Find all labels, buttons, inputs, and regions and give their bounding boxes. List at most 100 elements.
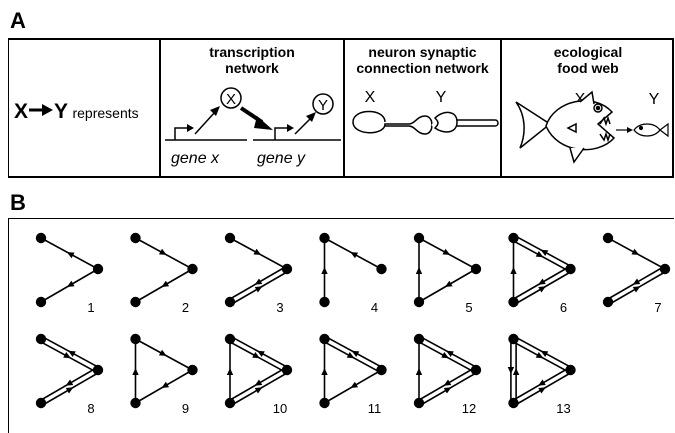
motif-arrowhead [66, 252, 75, 259]
motif-node [92, 263, 104, 275]
motif-label: 2 [182, 300, 189, 315]
gene-y-label: gene y [257, 150, 306, 167]
motif-arrowhead [252, 352, 260, 359]
motif-node [35, 296, 47, 308]
gene-x-label: gene x [171, 150, 220, 167]
motif-13: 13 [507, 333, 576, 416]
motif-arrowhead [253, 248, 262, 255]
motif-node [602, 296, 614, 308]
motif-arrowhead [507, 367, 515, 374]
motif-arrowhead [443, 379, 452, 386]
motif-node [187, 263, 198, 275]
motif-arrowhead [321, 368, 328, 375]
motif-node [508, 397, 519, 409]
motif-node [565, 263, 576, 275]
repr-word: represents [72, 105, 139, 121]
node-x-circle [220, 87, 242, 109]
motif-node [130, 296, 141, 308]
motif-4: 4 [319, 232, 387, 315]
motif-arrowhead [132, 368, 139, 375]
food-web-title-2: food web [557, 60, 619, 76]
transcription-cell: transcription network X Y gene x gene y [161, 38, 345, 178]
motif-arrowhead [512, 368, 520, 375]
motif-arrowhead [350, 252, 359, 259]
motif-arrowhead [158, 349, 167, 356]
motif-node [35, 397, 47, 409]
motif-node [35, 333, 47, 345]
motif-node [659, 263, 671, 275]
motif-5: 5 [413, 232, 482, 315]
motif-arrowhead [161, 381, 170, 389]
motif-arrowhead [538, 387, 546, 394]
motif-arrowhead [351, 350, 360, 357]
panel-b-frame [8, 218, 674, 433]
motif-node [508, 232, 519, 244]
motif-arrowhead [254, 387, 263, 394]
motif-arrowhead [63, 352, 71, 359]
neuron-cell: neuron synaptic connection network X Y [345, 38, 502, 178]
neuron-y-label: Y [436, 89, 447, 106]
motif-node [602, 232, 614, 244]
motif-node [281, 263, 293, 275]
motif-node [319, 232, 330, 244]
neuron-x-label: X [365, 89, 376, 106]
food-web-cell: ecological food web X Y [502, 38, 674, 178]
motif-arrowhead [226, 368, 234, 375]
motif-node [130, 333, 141, 345]
motif-arrowhead [632, 278, 641, 285]
motif-node [470, 263, 482, 275]
motif-label: 12 [462, 401, 476, 416]
motif-arrowhead [538, 286, 546, 293]
motif-node [130, 397, 141, 409]
motif-node [413, 296, 425, 308]
motif-1: 1 [35, 232, 104, 315]
motif-arrowhead [158, 248, 167, 255]
motif-arrowhead [535, 352, 544, 359]
motif-arrowhead [415, 267, 423, 274]
motif-node [565, 364, 576, 376]
motif-arrowhead [441, 352, 449, 359]
motif-node [319, 397, 330, 409]
motif-arrowhead [161, 280, 170, 288]
motif-arrowhead [540, 249, 549, 256]
motif-node [187, 364, 198, 376]
motif-arrowhead [257, 350, 265, 357]
motif-node [508, 296, 519, 308]
motif-node [376, 364, 387, 376]
motif-label: 10 [273, 401, 287, 416]
motif-arrowhead [321, 267, 328, 274]
motif-arrowhead [254, 286, 263, 293]
transcription-diagram: X Y [165, 87, 341, 141]
transcription-title-2: network [225, 60, 279, 76]
motif-node [224, 232, 236, 244]
motif-10: 10 [224, 333, 293, 416]
neuron-title-1: neuron synaptic [368, 44, 477, 60]
motif-label: 13 [556, 401, 570, 416]
motif-node [224, 296, 236, 308]
motif-arrowhead [444, 280, 453, 288]
neuron-diagram: X Y [352, 89, 499, 135]
motif-arrowhead [538, 379, 546, 386]
motif-3: 3 [224, 232, 293, 315]
motif-label: 1 [87, 300, 94, 315]
node-x-label: X [226, 91, 236, 108]
big-fish-icon [515, 90, 616, 164]
motif-arrowhead [538, 278, 546, 285]
motif-arrowhead [254, 379, 263, 386]
motif-arrowhead [66, 280, 75, 288]
motif-arrowhead [346, 352, 355, 359]
food-web-x-label: X [575, 91, 586, 108]
motif-arrowhead [540, 350, 549, 357]
motif-node [376, 263, 387, 275]
motif-arrowhead [632, 286, 641, 293]
motif-label: 9 [182, 401, 189, 416]
motif-arrowhead [65, 387, 74, 394]
motif-arrowhead [68, 350, 76, 357]
motif-node [319, 296, 330, 308]
motif-node [413, 397, 425, 409]
food-web-diagram: X Y [515, 90, 669, 164]
motif-9: 9 [130, 333, 198, 416]
